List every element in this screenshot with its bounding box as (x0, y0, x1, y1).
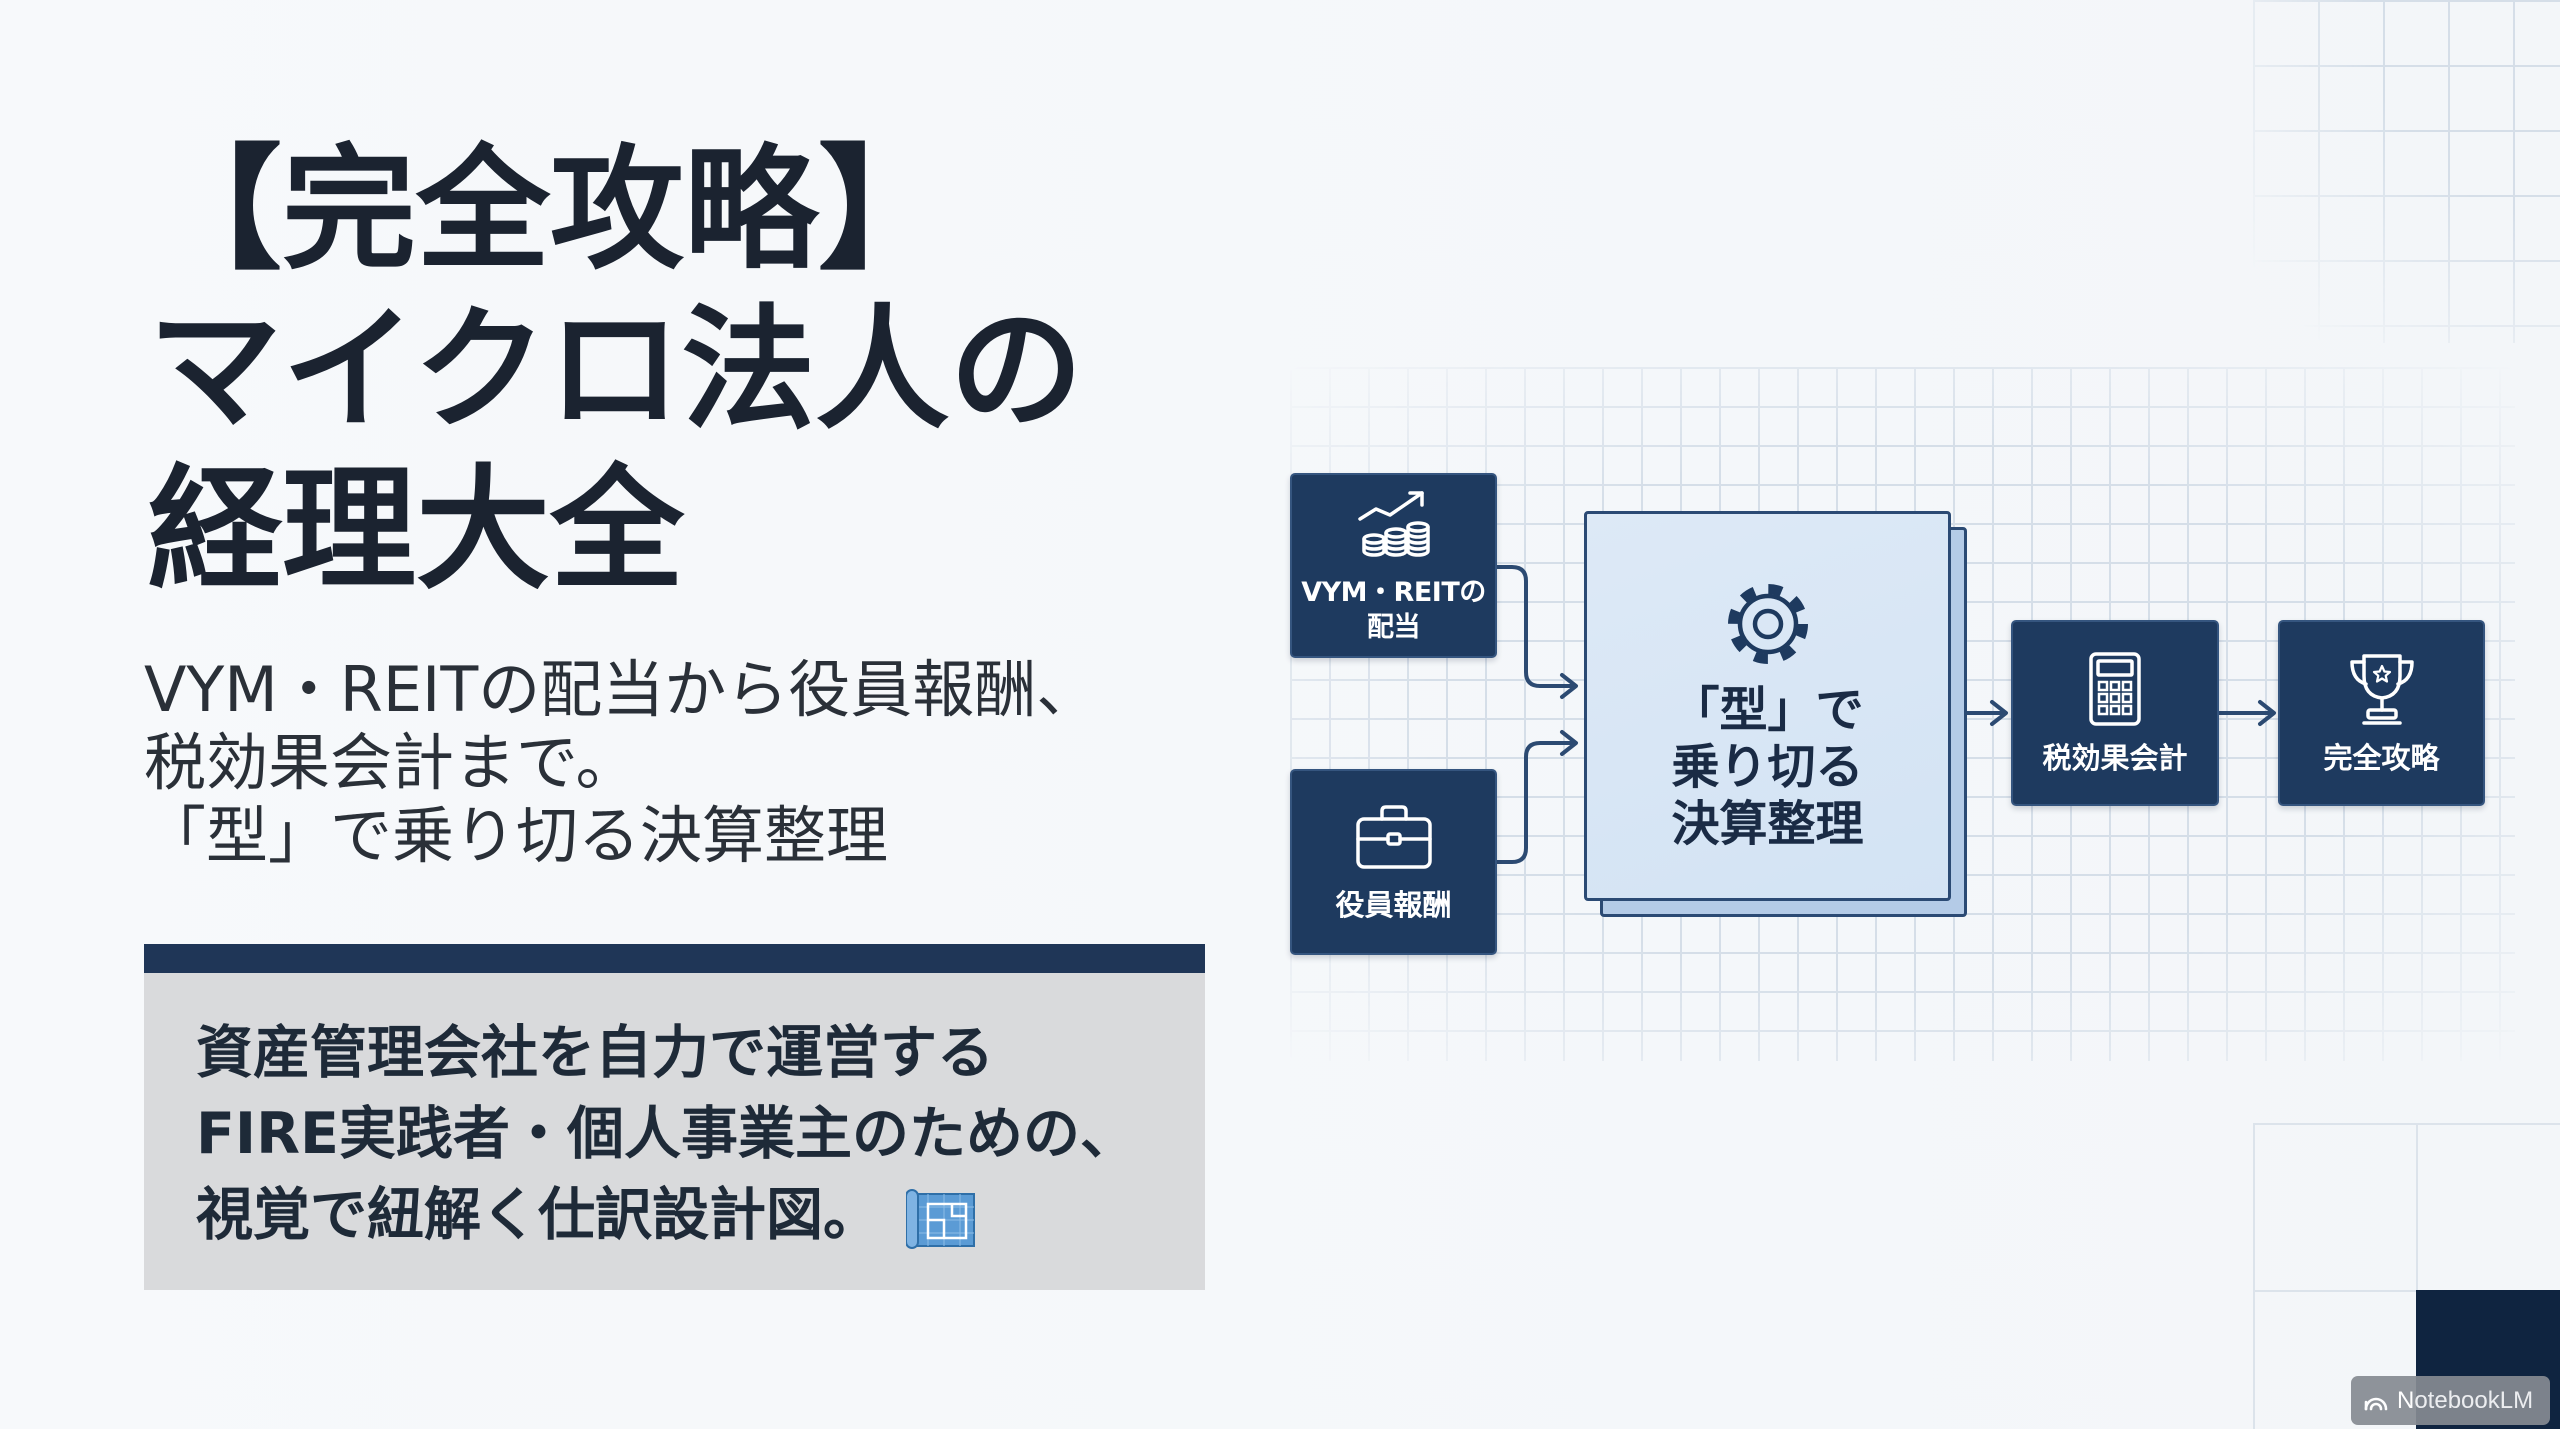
node-label: VYM・REITの 配当 (1292, 575, 1495, 645)
corner-grid-line (2416, 1125, 2418, 1429)
badge-label: NotebookLM (2397, 1386, 2534, 1414)
callout-line: 資産管理会社を自力で運営する (196, 1020, 994, 1086)
node-label: 完全攻略 (2280, 740, 2483, 776)
node-tax-effect: 税効果会計 (2011, 620, 2219, 806)
node-label-line: 乗り切る (1671, 739, 1864, 795)
notebooklm-badge: NotebookLM (2351, 1376, 2550, 1425)
node-label-line: 税効果会計 (2042, 741, 2188, 775)
gear-icon (1727, 584, 1808, 664)
chart-coins-icon (1357, 491, 1430, 557)
node-label-line: 「型」で (1671, 682, 1864, 738)
corner-grid-line (2255, 1290, 2560, 1292)
callout-line-text: 視覚で紐解く仕訳設計図。 (196, 1182, 880, 1248)
callout-line: FIRE実践者・個人事業主のための、 (196, 1101, 1137, 1167)
title-line: 【完全攻略】 (148, 132, 953, 288)
node-label-line: VYM・REITの (1301, 577, 1486, 608)
briefcase-icon (1355, 805, 1432, 869)
node-label-line: 決算整理 (1671, 796, 1864, 852)
node-label: 税効果会計 (2013, 740, 2217, 776)
node-label: 役員報酬 (1292, 887, 1495, 923)
subtitle-line: VYM・REITの配当から役員報酬、 (144, 653, 1099, 726)
node-dividends: VYM・REITの 配当 (1290, 473, 1497, 658)
node-label-line: 役員報酬 (1335, 888, 1452, 922)
slide-subtitle: VYM・REITの配当から役員報酬、 税効果会計まで。 「型」で乗り切る決算整理 (144, 653, 1098, 872)
corner-grid-bottom (2253, 1123, 2560, 1429)
subtitle-line: 「型」で乗り切る決算整理 (144, 799, 889, 872)
trophy-icon (2349, 654, 2414, 725)
title-line: 経理大全 (148, 452, 685, 608)
subtitle-line: 税効果会計まで。 (144, 726, 638, 799)
callout-box: 資産管理会社を自力で運営する FIRE実践者・個人事業主のための、 視覚で紐解く… (144, 973, 1205, 1290)
callout-line: 視覚で紐解く仕訳設計図。 (196, 1175, 1205, 1256)
title-line: マイクロ法人の (148, 292, 1084, 448)
blueprint-icon (906, 1188, 975, 1249)
callout-accent-bar (144, 944, 1205, 973)
corner-grid-top (2253, 0, 2560, 343)
node-core: 「型」で 乗り切る 決算整理 (1584, 511, 1951, 901)
node-goal: 完全攻略 (2278, 620, 2485, 806)
calculator-icon (2089, 652, 2141, 726)
node-compensation: 役員報酬 (1290, 769, 1497, 955)
node-label-line: 配当 (1367, 612, 1421, 643)
node-label-line: 完全攻略 (2323, 741, 2440, 775)
slide-title: 【完全攻略】 マイクロ法人の 経理大全 (148, 130, 1083, 610)
notebooklm-icon (2364, 1397, 2388, 1410)
node-label: 「型」で 乗り切る 決算整理 (1587, 682, 1948, 853)
